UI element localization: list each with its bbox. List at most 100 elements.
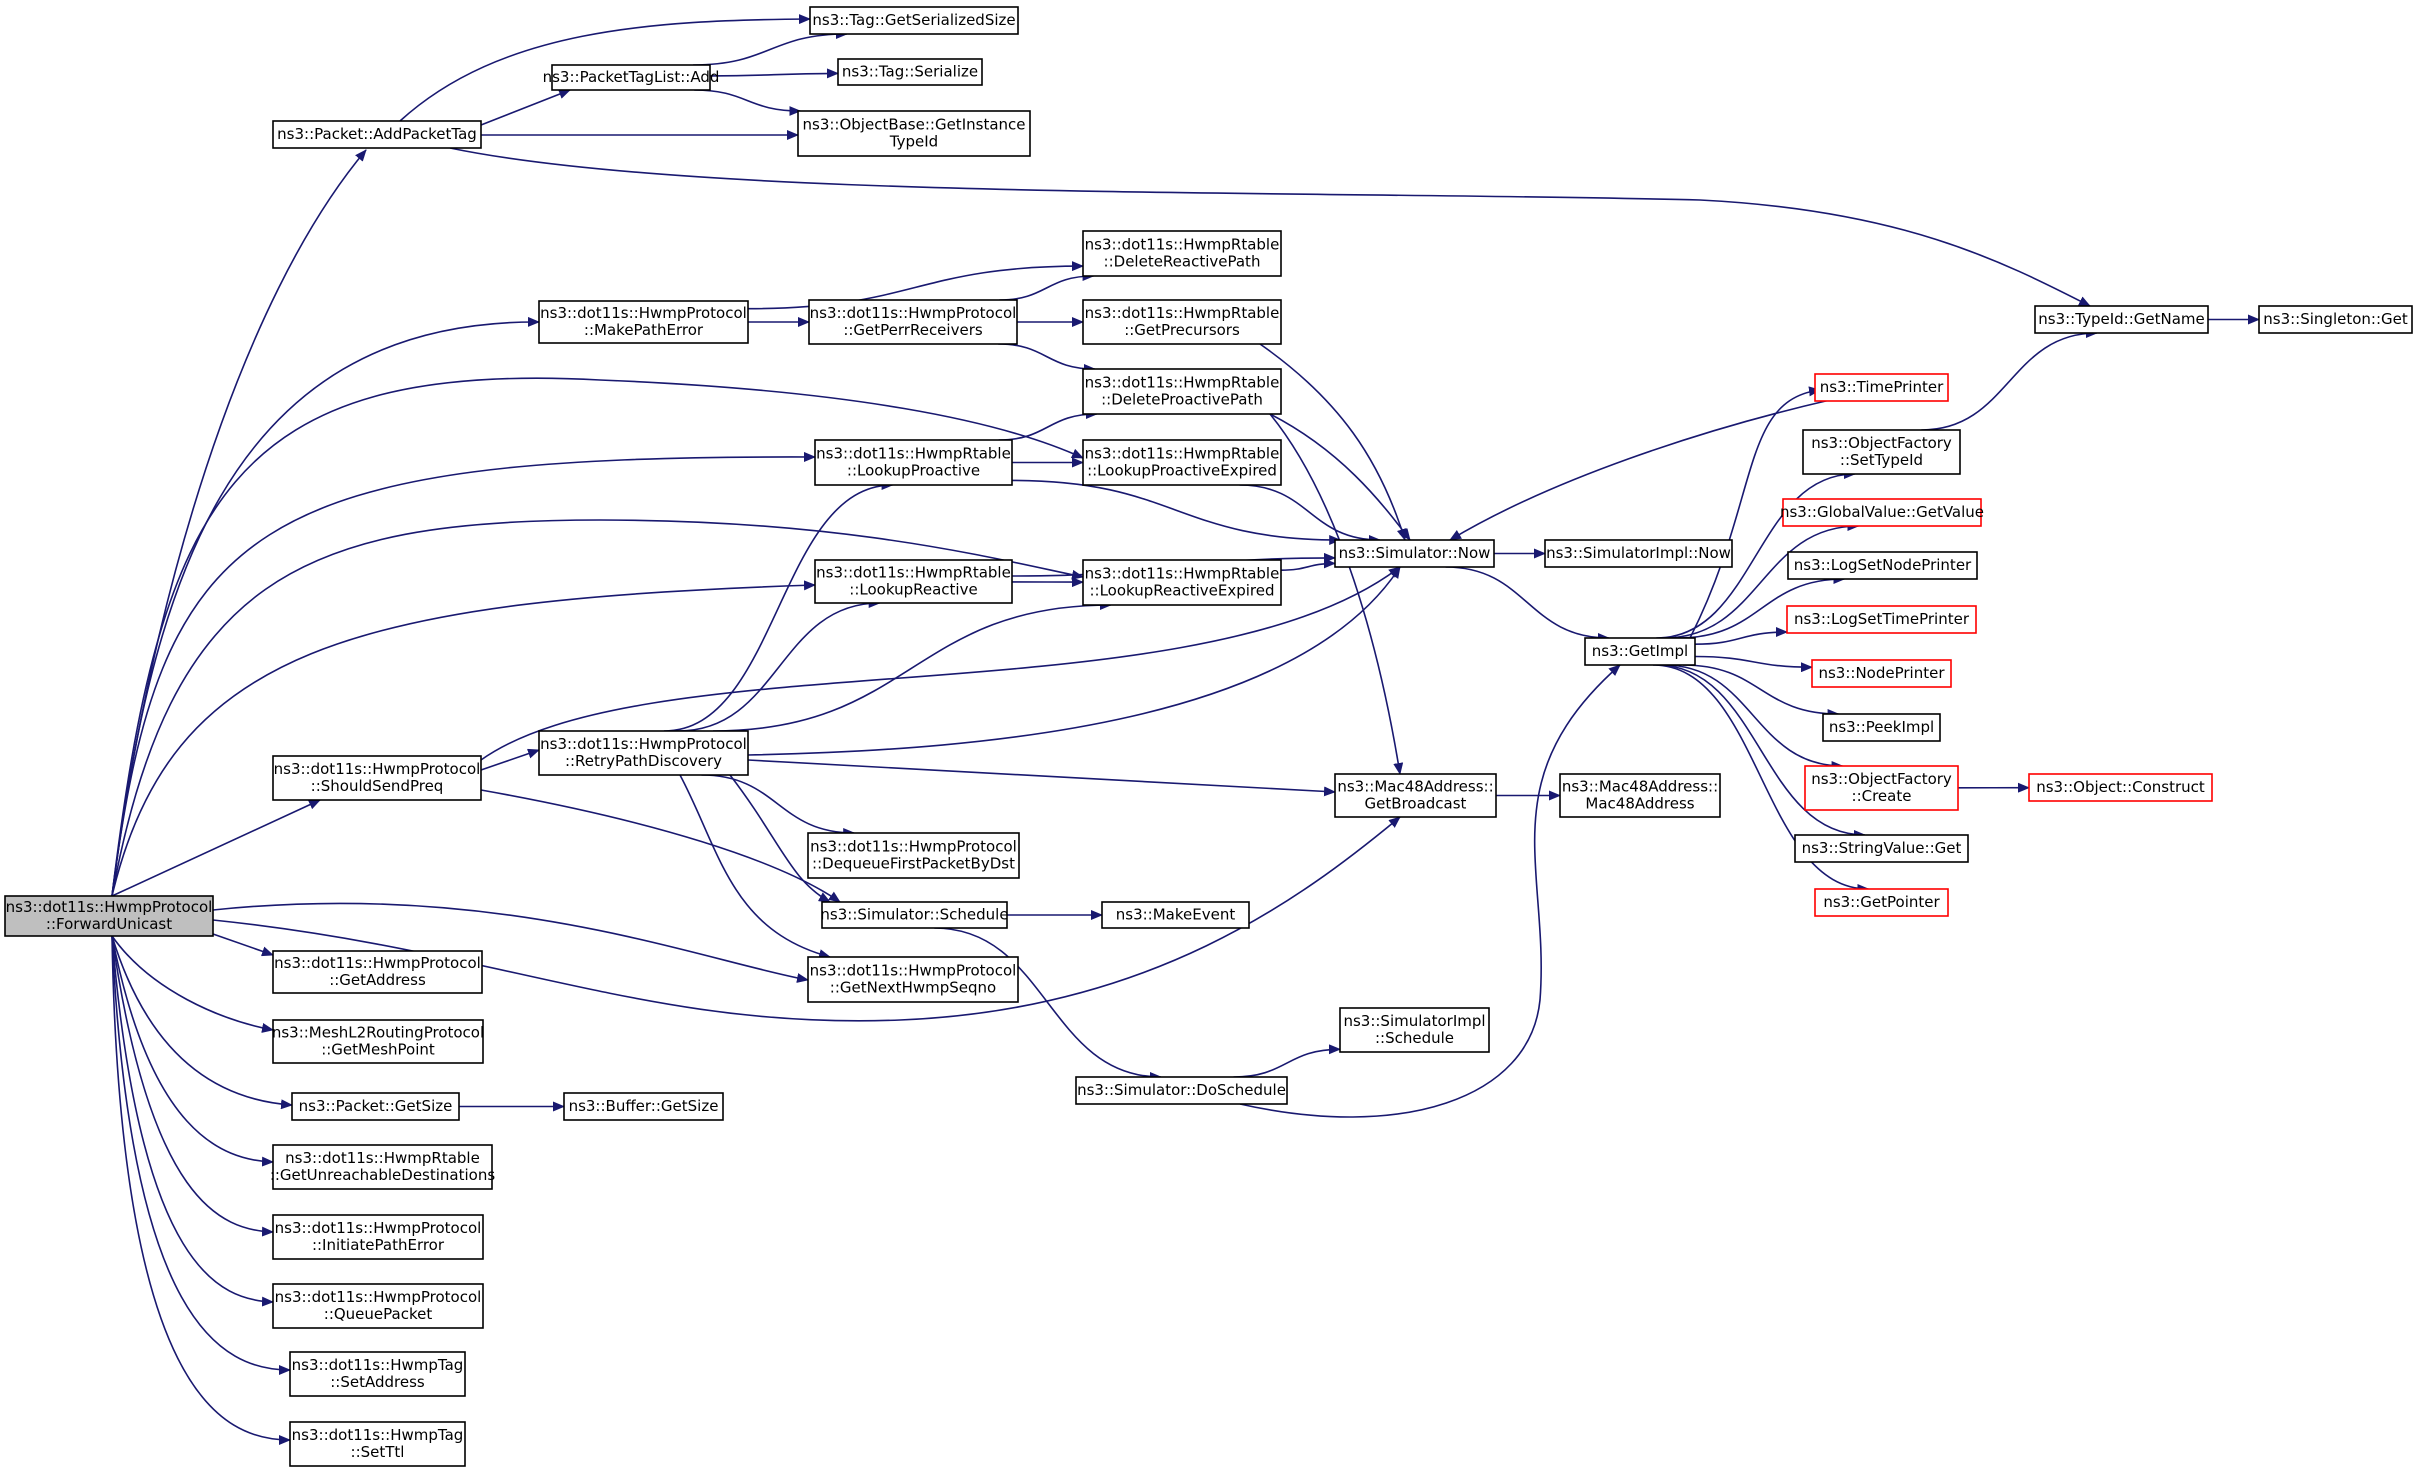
- node-lookupproactiveexpired[interactable]: ns3::dot11s::HwmpRtable::LookupProactive…: [1082, 439, 1282, 486]
- node-box-dequeuefirst[interactable]: [807, 832, 1020, 879]
- node-box-simnow[interactable]: [1334, 539, 1495, 568]
- node-logsetnodeprinter[interactable]: ns3::LogSetNodePrinter: [1787, 551, 1978, 580]
- node-box-getaddress[interactable]: [272, 950, 483, 994]
- node-getunreachable[interactable]: ns3::dot11s::HwmpRtable::GetUnreachableD…: [270, 1144, 496, 1190]
- node-mac48address[interactable]: ns3::Mac48Address::Mac48Address: [1559, 773, 1721, 818]
- node-logsettimeprinter[interactable]: ns3::LogSetTimePrinter: [1786, 605, 1977, 634]
- node-peekimpl[interactable]: ns3::PeekImpl: [1822, 713, 1941, 742]
- node-objectconstruct[interactable]: ns3::Object::Construct: [2028, 773, 2213, 802]
- node-box-makeevent[interactable]: [1101, 901, 1250, 929]
- node-dequeuefirst[interactable]: ns3::dot11s::HwmpProtocol::DequeueFirstP…: [807, 832, 1020, 879]
- node-box-peekimpl[interactable]: [1822, 713, 1941, 742]
- node-shouldsendpreq[interactable]: ns3::dot11s::HwmpProtocol::ShouldSendPre…: [272, 755, 482, 801]
- node-box-simimplnow[interactable]: [1544, 539, 1733, 568]
- node-queuepacket[interactable]: ns3::dot11s::HwmpProtocol::QueuePacket: [272, 1283, 484, 1329]
- node-settypeid[interactable]: ns3::ObjectFactory::SetTypeId: [1802, 429, 1961, 475]
- node-getperrreceivers[interactable]: ns3::dot11s::HwmpProtocol::GetPerrReceiv…: [808, 299, 1018, 345]
- node-initiatepatherror[interactable]: ns3::dot11s::HwmpProtocol::InitiatePathE…: [272, 1214, 484, 1260]
- node-packetgetsize[interactable]: ns3::Packet::GetSize: [291, 1092, 460, 1121]
- node-box-initiatepatherror[interactable]: [272, 1214, 484, 1260]
- node-box-deleteproactivepath[interactable]: [1082, 368, 1282, 415]
- node-box-queuepacket[interactable]: [272, 1283, 484, 1329]
- node-nodeprinter[interactable]: ns3::NodePrinter: [1811, 659, 1952, 688]
- node-box-nodeprinter[interactable]: [1811, 659, 1952, 688]
- node-box-doschedule[interactable]: [1075, 1076, 1288, 1105]
- node-box-getpointer[interactable]: [1814, 888, 1949, 917]
- node-forwardunicast[interactable]: ns3::dot11s::HwmpProtocol::ForwardUnicas…: [4, 895, 214, 937]
- node-addpackettag[interactable]: ns3::Packet::AddPacketTag: [272, 120, 482, 149]
- node-lookupproactive[interactable]: ns3::dot11s::HwmpRtable::LookupProactive: [814, 439, 1013, 486]
- node-box-getperrreceivers[interactable]: [808, 299, 1018, 345]
- node-typeidgetname[interactable]: ns3::TypeId::GetName: [2034, 305, 2209, 334]
- node-doschedule[interactable]: ns3::Simulator::DoSchedule: [1075, 1076, 1288, 1105]
- node-objectfactorycreate[interactable]: ns3::ObjectFactory::Create: [1804, 765, 1959, 811]
- node-getpointer[interactable]: ns3::GetPointer: [1814, 888, 1949, 917]
- node-box-buffergetsize[interactable]: [563, 1092, 724, 1121]
- node-tagserialize[interactable]: ns3::Tag::Serialize: [837, 58, 983, 86]
- node-simschedule[interactable]: ns3::Simulator::Schedule: [820, 901, 1009, 929]
- node-box-stringvalueget[interactable]: [1794, 834, 1969, 863]
- node-getprecursors[interactable]: ns3::dot11s::HwmpRtable::GetPrecursors: [1082, 299, 1282, 345]
- node-box-typeidgetname[interactable]: [2034, 305, 2209, 334]
- node-box-getbroadcast[interactable]: [1334, 773, 1497, 818]
- node-setaddress[interactable]: ns3::dot11s::HwmpTag::SetAddress: [289, 1351, 466, 1397]
- node-deletereactivepath[interactable]: ns3::dot11s::HwmpRtable::DeleteReactiveP…: [1082, 230, 1282, 277]
- node-taggetserializedsize[interactable]: ns3::Tag::GetSerializedSize: [809, 6, 1019, 35]
- node-box-forwardunicast[interactable]: [4, 895, 214, 937]
- node-box-retrypathdiscovery[interactable]: [538, 730, 749, 776]
- node-box-makepatherror[interactable]: [538, 300, 749, 344]
- node-box-getnexthwmpseqno[interactable]: [807, 956, 1019, 1003]
- node-box-singletonget[interactable]: [2258, 305, 2413, 334]
- node-getnexthwmpseqno[interactable]: ns3::dot11s::HwmpProtocol::GetNextHwmpSe…: [807, 956, 1019, 1003]
- node-setttl[interactable]: ns3::dot11s::HwmpTag::SetTtl: [289, 1421, 466, 1467]
- node-lookupreactive[interactable]: ns3::dot11s::HwmpRtable::LookupReactive: [814, 559, 1013, 604]
- node-deleteproactivepath[interactable]: ns3::dot11s::HwmpRtable::DeleteProactive…: [1082, 368, 1282, 415]
- node-box-getprecursors[interactable]: [1082, 299, 1282, 345]
- node-buffergetsize[interactable]: ns3::Buffer::GetSize: [563, 1092, 724, 1121]
- node-box-simimplschedule[interactable]: [1339, 1007, 1490, 1053]
- node-box-logsettimeprinter[interactable]: [1786, 605, 1977, 634]
- node-globalvaluegetvalue[interactable]: ns3::GlobalValue::GetValue: [1780, 498, 1984, 527]
- node-lookupreactiveexpired[interactable]: ns3::dot11s::HwmpRtable::LookupReactiveE…: [1082, 559, 1282, 606]
- node-simnow[interactable]: ns3::Simulator::Now: [1334, 539, 1495, 568]
- node-makeevent[interactable]: ns3::MakeEvent: [1101, 901, 1250, 929]
- node-box-getunreachable[interactable]: [272, 1144, 493, 1190]
- node-box-globalvaluegetvalue[interactable]: [1782, 498, 1982, 527]
- node-box-tagserialize[interactable]: [837, 58, 983, 86]
- node-getimpl[interactable]: ns3::GetImpl: [1584, 637, 1696, 666]
- node-box-objectconstruct[interactable]: [2028, 773, 2213, 802]
- node-box-mac48address[interactable]: [1559, 773, 1721, 818]
- node-getaddress[interactable]: ns3::dot11s::HwmpProtocol::GetAddress: [272, 950, 483, 994]
- node-getbroadcast[interactable]: ns3::Mac48Address::GetBroadcast: [1334, 773, 1497, 818]
- node-simimplschedule[interactable]: ns3::SimulatorImpl::Schedule: [1339, 1007, 1490, 1053]
- node-box-logsetnodeprinter[interactable]: [1787, 551, 1978, 580]
- node-box-getinstancetypeid[interactable]: [797, 110, 1031, 157]
- node-singletonget[interactable]: ns3::Singleton::Get: [2258, 305, 2413, 334]
- node-box-setttl[interactable]: [289, 1421, 466, 1467]
- node-box-packetgetsize[interactable]: [291, 1092, 460, 1121]
- node-box-objectfactorycreate[interactable]: [1804, 765, 1959, 811]
- node-box-lookupproactive[interactable]: [814, 439, 1013, 486]
- node-box-getmeshpoint[interactable]: [272, 1019, 484, 1064]
- node-box-shouldsendpreq[interactable]: [272, 755, 482, 801]
- node-box-deletereactivepath[interactable]: [1082, 230, 1282, 277]
- node-box-setaddress[interactable]: [289, 1351, 466, 1397]
- node-box-lookupreactiveexpired[interactable]: [1082, 559, 1282, 606]
- node-packettaglistadd[interactable]: ns3::PacketTagList::Add: [543, 64, 720, 91]
- node-box-addpackettag[interactable]: [272, 120, 482, 149]
- node-stringvalueget[interactable]: ns3::StringValue::Get: [1794, 834, 1969, 863]
- node-box-simschedule[interactable]: [821, 901, 1008, 929]
- node-retrypathdiscovery[interactable]: ns3::dot11s::HwmpProtocol::RetryPathDisc…: [538, 730, 749, 776]
- node-box-getimpl[interactable]: [1584, 637, 1696, 666]
- node-box-lookupproactiveexpired[interactable]: [1082, 439, 1282, 486]
- node-box-settypeid[interactable]: [1802, 429, 1961, 475]
- node-makepatherror[interactable]: ns3::dot11s::HwmpProtocol::MakePathError: [538, 300, 749, 344]
- node-box-timeprinter[interactable]: [1814, 373, 1949, 402]
- node-timeprinter[interactable]: ns3::TimePrinter: [1814, 373, 1949, 402]
- node-box-packettaglistadd[interactable]: [551, 64, 711, 91]
- node-getmeshpoint[interactable]: ns3::MeshL2RoutingProtocol::GetMeshPoint: [272, 1019, 484, 1064]
- node-simimplnow[interactable]: ns3::SimulatorImpl::Now: [1544, 539, 1733, 568]
- node-box-taggetserializedsize[interactable]: [809, 6, 1019, 35]
- node-box-lookupreactive[interactable]: [814, 559, 1013, 604]
